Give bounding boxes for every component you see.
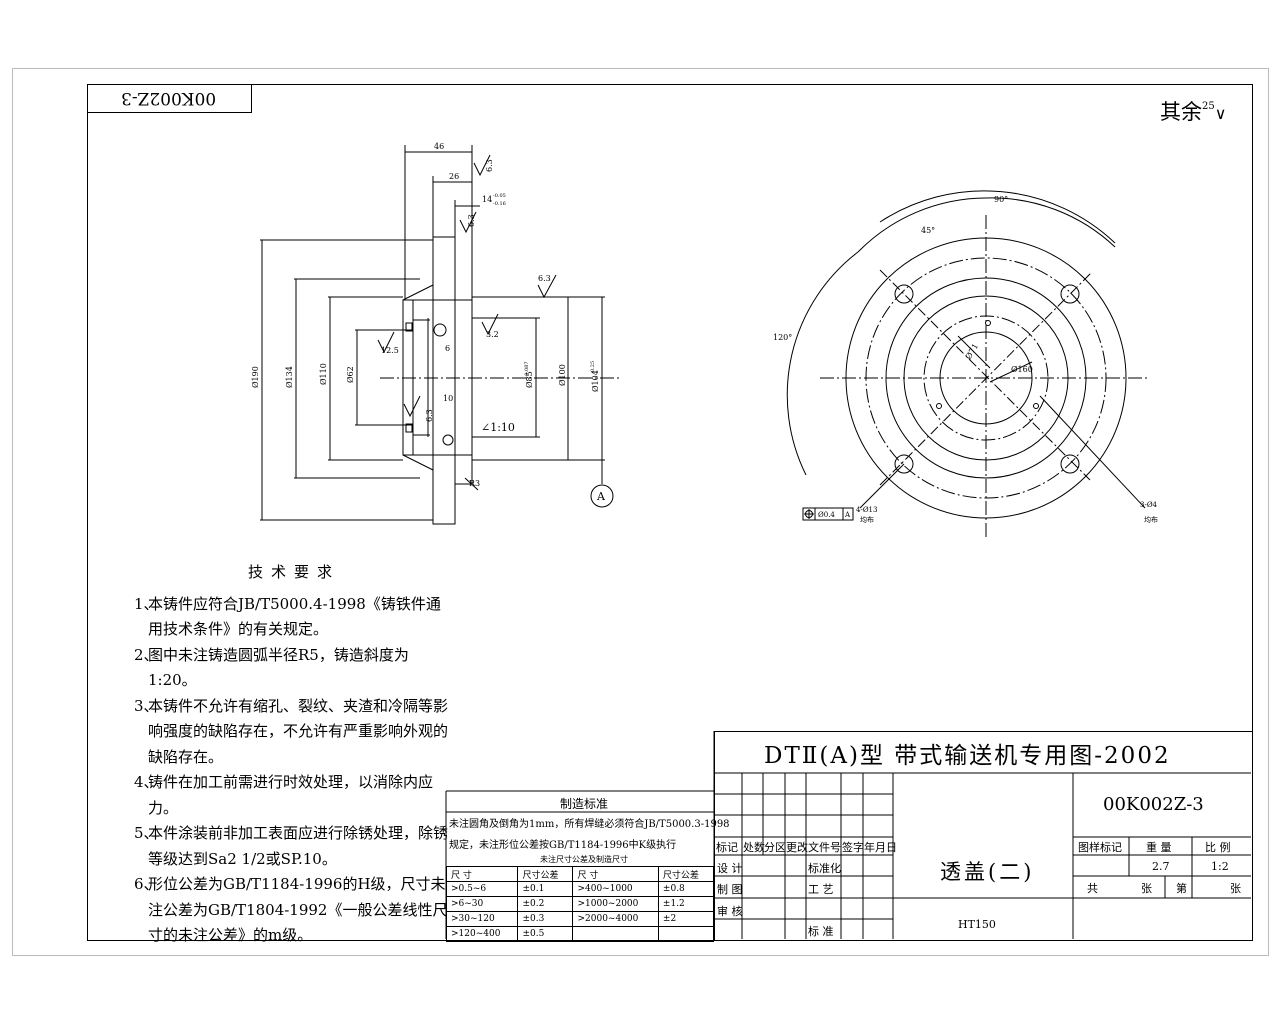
dim-14-tol-lo: -0.16 bbox=[493, 201, 506, 207]
role-draw: 制 图 bbox=[717, 883, 743, 896]
dim-phi62: Ø62 bbox=[346, 366, 355, 383]
angle-45: 45° bbox=[921, 226, 935, 235]
rev-header-doc: 更改文件号 bbox=[786, 841, 841, 854]
angle-120: 120° bbox=[773, 333, 792, 342]
rough-6-3-a: 6.3 bbox=[485, 159, 494, 172]
tech-req-item-1: 1、本铸件应符合JB/T5000.4-1998《铸铁件通用技术条件》的有关规定。 bbox=[134, 594, 441, 639]
section-view bbox=[260, 145, 620, 525]
dim-phi104: Ø104 bbox=[591, 370, 600, 392]
rev-header-count: 处数 bbox=[743, 841, 765, 854]
tech-req-item-5: 5、本件涂装前非加工表面应进行除锈处理，除锈等级达到Sa2 1/2或SP.10。 bbox=[134, 824, 449, 868]
tech-req-item-4: 4、铸件在加工前需进行时效处理，以消除内应力。 bbox=[134, 773, 434, 817]
dim-r3: R3 bbox=[469, 479, 480, 488]
table-row: >120~400±0.5 bbox=[445, 926, 715, 942]
tech-req-item-2: 2、图中未注铸造圆弧半径R5，铸造斜度为1:20。 bbox=[134, 645, 409, 690]
dim-6: 6 bbox=[445, 344, 450, 353]
datum-a: A bbox=[596, 490, 606, 503]
dim-phi110: Ø110 bbox=[319, 363, 328, 385]
dim-10: 10 bbox=[443, 394, 453, 403]
table-row: >0.5~6±0.1>400~1000±0.8 bbox=[445, 881, 715, 897]
total-label: 共 bbox=[1087, 882, 1098, 895]
taper-note: ∠1:10 bbox=[481, 421, 515, 434]
title-block-grid bbox=[445, 731, 1251, 939]
holes4-sub: 均布 bbox=[860, 515, 874, 524]
role-process: 工 艺 bbox=[808, 883, 834, 896]
role-standard: 标 准 bbox=[808, 925, 834, 938]
dim-phi85-tol: +0.087 bbox=[524, 361, 530, 380]
tech-req-item-3: 3、本铸件不允许有缩孔、裂纹、夹渣和冷隔等影响强度的缺陷存在，不允许有严重影响外… bbox=[134, 696, 449, 766]
rough-12-5: 12.5 bbox=[381, 346, 399, 355]
dim-phi104-tol: 0.25 bbox=[590, 361, 596, 372]
role-design: 设 计 bbox=[717, 862, 743, 875]
tech-req-title: 技术要求 bbox=[247, 563, 340, 581]
front-view-texts: 90° 45° 120° Ø160 Ø71 4-Ø13 均布 3-Ø4 均布 Ø… bbox=[773, 195, 1158, 524]
fcf-datum: A bbox=[844, 511, 851, 519]
section-dim-texts: 46 26 14 -0.05 -0.16 6.3 6.3 6.3 6.3 3.2… bbox=[251, 142, 606, 503]
material: HT150 bbox=[958, 918, 996, 931]
dim-phi160: Ø160 bbox=[1011, 365, 1033, 374]
holes4-label: 4-Ø13 bbox=[856, 506, 877, 514]
part-name: 透盖(二) bbox=[940, 860, 1035, 884]
angle-90: 90° bbox=[994, 195, 1008, 204]
table-row: >30~120±0.3>2000~4000±2 bbox=[445, 911, 715, 927]
front-view bbox=[786, 190, 1150, 540]
fcf-tolerance: Ø0.4 bbox=[818, 511, 835, 519]
dim-14-tol-up: -0.05 bbox=[493, 193, 506, 199]
series-title: DTⅡ(A)型 带式输送机专用图-2002 bbox=[764, 743, 1171, 769]
holes3-sub: 均布 bbox=[1144, 515, 1158, 524]
dim-phi85: Ø85 bbox=[525, 371, 534, 388]
drawing-number: 00K002Z-3 bbox=[1103, 794, 1204, 815]
weight-value: 2.7 bbox=[1152, 860, 1170, 873]
rotated-drawing-code: 00K002Z-3 bbox=[87, 84, 252, 113]
dim-phi134: Ø134 bbox=[285, 366, 294, 388]
dim-26: 26 bbox=[449, 172, 459, 181]
stage-label: 图样标记 bbox=[1078, 841, 1122, 854]
rough-3-2: 3.2 bbox=[486, 330, 499, 339]
dim-46: 46 bbox=[434, 142, 444, 151]
technical-requirements: 技术要求 1、本铸件应符合JB/T5000.4-1998《铸铁件通用技术条件》的… bbox=[134, 560, 454, 949]
holes3-label: 3-Ø4 bbox=[1140, 501, 1158, 509]
general-roughness-note: 其余25∨ bbox=[1160, 100, 1227, 124]
role-standardization: 标准化 bbox=[808, 862, 841, 875]
mfg-std-title: 制造标准 bbox=[560, 797, 609, 811]
scale-value: 1:2 bbox=[1211, 860, 1229, 873]
bolt-hole bbox=[1060, 284, 1080, 304]
scale-label: 比 例 bbox=[1205, 841, 1231, 854]
table-row: >6~30±0.2>1000~2000±1.2 bbox=[445, 896, 715, 912]
mfg-std-line1: 未注圆角及倒角为1mm，所有焊缝必须符合JB/T5000.3-1998 bbox=[449, 819, 730, 830]
dim-14: 14 bbox=[482, 195, 492, 204]
rev-header-zone: 分区 bbox=[764, 841, 786, 854]
tech-req-item-6: 6、形位公差为GB/T1184-1996的H级，尺寸未注公差为GB/T1804-… bbox=[134, 875, 448, 944]
bolt-hole bbox=[894, 284, 914, 304]
rough-6-3-b: 6.3 bbox=[467, 214, 476, 227]
rough-6-3-c: 6.3 bbox=[538, 274, 551, 283]
bolt-hole bbox=[894, 454, 914, 474]
rev-header-sign: 签字 bbox=[842, 841, 864, 854]
rev-header-date: 年月日 bbox=[864, 841, 897, 854]
tol-table-title: 未注尺寸公差及制造尺寸 bbox=[540, 855, 628, 864]
rev-header-mark: 标记 bbox=[716, 841, 738, 854]
sheet-label: 张 bbox=[1230, 882, 1241, 895]
title-block bbox=[714, 731, 1252, 940]
rough-6-3-d: 6.3 bbox=[425, 409, 434, 422]
tolerance-table: 尺 寸尺寸公差尺 寸尺寸公差 >0.5~6±0.1>400~1000±0.8 >… bbox=[445, 866, 715, 942]
weight-label: 重 量 bbox=[1146, 841, 1172, 854]
sheet-outer-border bbox=[12, 68, 1269, 956]
table-row: 尺 寸尺寸公差尺 寸尺寸公差 bbox=[445, 866, 715, 882]
sheet-no-label: 第 bbox=[1176, 882, 1187, 895]
role-check: 审 核 bbox=[717, 905, 743, 918]
dim-phi190: Ø190 bbox=[251, 366, 260, 388]
mfg-std-line2: 规定，未注形位公差按GB/T1184-1996中K级执行 bbox=[449, 840, 677, 851]
dim-phi100: Ø100 bbox=[558, 364, 567, 386]
sheets-label: 张 bbox=[1141, 882, 1152, 895]
bolt-hole bbox=[1060, 454, 1080, 474]
